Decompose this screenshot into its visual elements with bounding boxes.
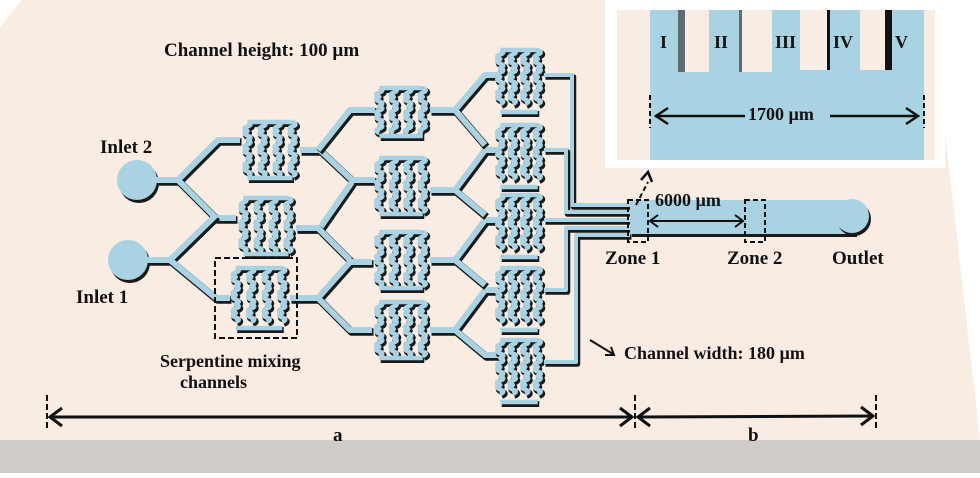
- inset-stripe-3: [827, 10, 830, 70]
- inset-stripe-1: [678, 10, 685, 72]
- stage2-x3: [453, 257, 487, 288]
- serpentine-stage3-1-shadow: [495, 49, 546, 117]
- stage1-down: [315, 295, 372, 333]
- stage2-x4: [453, 327, 498, 358]
- channel-width-label: Channel width: 180 µm: [624, 343, 805, 363]
- section-a-label: a: [333, 425, 343, 446]
- stage2-out-3: [430, 217, 498, 263]
- zone-1-box: [627, 199, 649, 243]
- inlet-2-label: Inlet 2: [100, 137, 153, 158]
- inset-region-label-2: II: [714, 32, 729, 52]
- inset-region-label-3: III: [775, 32, 797, 52]
- inset-arrow-left: [653, 106, 669, 126]
- stage2-out-2: [430, 147, 498, 193]
- inset-width-label: 1700 µm: [748, 104, 814, 124]
- serpentine-label-line1: Serpentine mixing: [160, 351, 301, 371]
- serpentine-stage1-3-shadow: [231, 267, 290, 333]
- inlet-2-reservoir: [117, 160, 157, 200]
- stage3-out-1: [544, 73, 630, 207]
- serpentine-stage2-4: [374, 299, 428, 361]
- zone-2-label: Zone 2: [727, 248, 783, 269]
- serpentine-stage3-3: [495, 192, 543, 260]
- inlet-1-label: Inlet 1: [76, 287, 129, 308]
- inset-region-label-4: IV: [833, 32, 854, 52]
- stage1-out-1: [300, 147, 375, 183]
- inset-gap-4: [860, 10, 885, 70]
- serpentine-stage1-1-shadow: [243, 121, 300, 183]
- serpentine-stage3-5-shadow: [495, 339, 546, 407]
- stage3-out-5: [544, 233, 630, 364]
- channel-network: [108, 47, 871, 407]
- inset-pointer-head: [640, 169, 654, 183]
- outlet-reservoir: [835, 199, 869, 233]
- serpentine-stage3-2-shadow: [495, 124, 546, 192]
- channel-height-label: Channel height: 100 µm: [164, 40, 360, 61]
- inset-region-label-5: V: [895, 32, 908, 52]
- serpentine-stage2-1-shadow: [374, 87, 431, 141]
- stage1-up: [315, 107, 375, 152]
- inlet-2-branch-up: [155, 137, 240, 183]
- inlet-1-reservoir: [108, 240, 148, 280]
- dim-arrow-a-left: [47, 406, 63, 428]
- stage1-out-3: [290, 259, 372, 301]
- serpentine-stage1-1: [242, 119, 298, 181]
- serpentine-stage2-2-shadow: [374, 157, 431, 219]
- inset-arrow-right: [905, 106, 921, 126]
- dim-arrow-b-right: [860, 405, 876, 427]
- serpentine-stage1-2: [238, 195, 294, 257]
- zone-1-label: Zone 1: [605, 248, 661, 269]
- stage1-out-2b: [296, 225, 353, 263]
- serpentine-highlight-box: [214, 257, 298, 339]
- channel-width-pointer-head: [605, 346, 616, 356]
- serpentine-stage3-4: [495, 265, 543, 333]
- serpentine-stage2-3-shadow: [374, 231, 431, 293]
- serpentine-stage2-3: [374, 229, 428, 291]
- dim-arrow-b-left: [635, 406, 651, 428]
- chip-base-edge: [0, 440, 980, 473]
- inset-gap-2: [742, 10, 772, 72]
- serpentine-stage3-5: [495, 337, 543, 405]
- serpentine-stage1-2-shadow: [239, 197, 296, 259]
- serpentine-stage2-4-shadow: [374, 301, 431, 363]
- serpentine-stage1-3: [230, 265, 288, 331]
- zone-distance-arrow-right: [734, 214, 745, 228]
- serpentine-stage2-1: [374, 85, 428, 139]
- inset-pointer: [635, 181, 649, 206]
- stage3-out-2: [544, 148, 630, 214]
- serpentine-stage3-2: [495, 122, 543, 190]
- inset-stripe-4: [885, 10, 892, 70]
- dim-line-b: [637, 414, 874, 419]
- zone-distance-label: 6000 µm: [655, 190, 721, 210]
- stage2-out-1: [430, 72, 498, 113]
- inset-stripe-2: [739, 10, 742, 72]
- main-channel: [630, 200, 855, 234]
- channel-width-pointer: [589, 339, 614, 355]
- stage2-x1: [452, 108, 488, 147]
- serpentine-stage3-3-shadow: [495, 194, 546, 262]
- stage3-out-4: [544, 226, 630, 292]
- stage2-out-4: [430, 287, 498, 333]
- section-b-label: b: [748, 425, 759, 446]
- zone-2-box: [744, 199, 766, 243]
- serpentine-label-line2: channels: [180, 372, 248, 392]
- dim-arrow-a-right: [619, 406, 635, 428]
- inset-region-label-1: I: [660, 32, 668, 52]
- inset-gap-1: [685, 10, 709, 72]
- outlet-label: Outlet: [832, 248, 884, 269]
- serpentine-stage2-2: [374, 155, 428, 217]
- serpentine-stage3-4-shadow: [495, 267, 546, 335]
- zone-distance-arrow-left: [648, 214, 659, 228]
- zoom-inset: [605, 0, 945, 168]
- serpentine-stage3-1: [495, 47, 543, 115]
- stage2-x2: [453, 187, 487, 218]
- inset-gap-3: [800, 10, 830, 70]
